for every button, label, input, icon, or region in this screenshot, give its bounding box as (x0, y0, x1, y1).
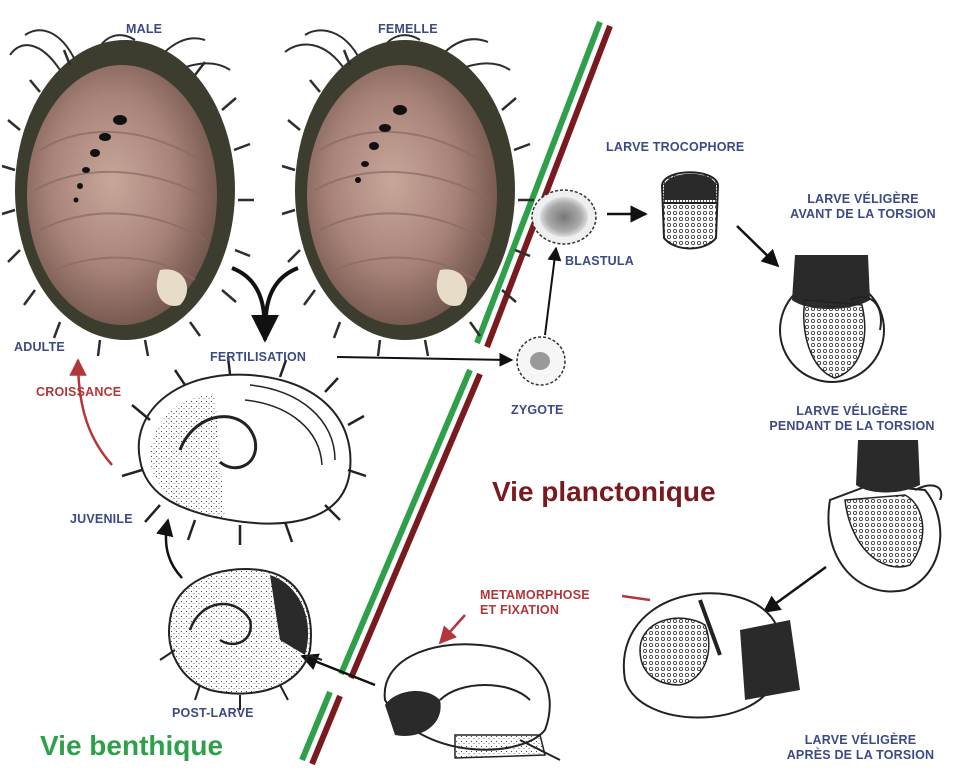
label-zygote: ZYGOTE (511, 403, 564, 418)
label-veligere-pendant-line2: PENDANT DE LA TORSION (752, 419, 952, 434)
label-veligere-apres-line1: LARVE VÉLIGÈRE (768, 733, 953, 748)
fertilisation-to-zygote-arrow (337, 357, 512, 360)
label-post-larve: POST-LARVE (172, 706, 254, 721)
label-fertilisation: FERTILISATION (210, 350, 306, 365)
label-adulte: ADULTE (14, 340, 65, 355)
veliger-during-torsion-illustration (828, 440, 941, 592)
male-abalone-illustration (2, 30, 254, 356)
label-larve-trocophore: LARVE TROCOPHORE (606, 140, 744, 155)
label-vie-benthique: Vie benthique (40, 730, 223, 762)
blastula-illustration (532, 190, 596, 244)
label-veligere-apres-line2: APRÈS DE LA TORSION (768, 748, 953, 763)
trocophore-larva-illustration (662, 172, 718, 248)
label-vie-planctonique: Vie planctonique (492, 476, 716, 508)
post-larva-illustration (160, 569, 322, 710)
label-juvenile: JUVENILE (70, 512, 133, 527)
label-croissance: CROISSANCE (36, 385, 121, 400)
label-veligere-avant: LARVE VÉLIGÈRE AVANT DE LA TORSION (778, 192, 948, 222)
fertilisation-join-arrow (232, 268, 298, 340)
trocophore-to-veliger-arrow (737, 226, 778, 266)
label-femelle: FEMELLE (378, 22, 438, 37)
zygote-to-blastula-arrow (545, 248, 556, 335)
label-blastula: BLASTULA (565, 254, 634, 269)
veliger-after-torsion-illustration (624, 593, 800, 717)
label-male: MALE (126, 22, 162, 37)
postlarva-to-juvenile-arrow (166, 520, 182, 578)
label-veligere-avant-line1: LARVE VÉLIGÈRE (778, 192, 948, 207)
croissance-arrow (78, 360, 112, 465)
veliger-during-to-after-arrow (764, 567, 826, 612)
label-veligere-pendant-line1: LARVE VÉLIGÈRE (752, 404, 952, 419)
label-metamorphose-line1: METAMORPHOSE (480, 588, 590, 603)
metamorphosis-pointer-arrow (440, 615, 465, 643)
label-metamorphose: METAMORPHOSE ET FIXATION (480, 588, 590, 618)
metamorphosis-to-postlarva-arrow (302, 656, 375, 685)
label-veligere-pendant: LARVE VÉLIGÈRE PENDANT DE LA TORSION (752, 404, 952, 434)
label-veligere-apres: LARVE VÉLIGÈRE APRÈS DE LA TORSION (768, 733, 953, 763)
metamorphosis-pointer-line (622, 596, 650, 600)
label-veligere-avant-line2: AVANT DE LA TORSION (778, 207, 948, 222)
veliger-before-torsion-illustration (780, 255, 884, 382)
juvenile-illustration (122, 357, 366, 545)
label-metamorphose-line2: ET FIXATION (480, 603, 590, 618)
metamorphosis-larva-illustration (385, 644, 560, 760)
female-abalone-illustration (282, 30, 534, 356)
zygote-illustration (517, 337, 565, 385)
